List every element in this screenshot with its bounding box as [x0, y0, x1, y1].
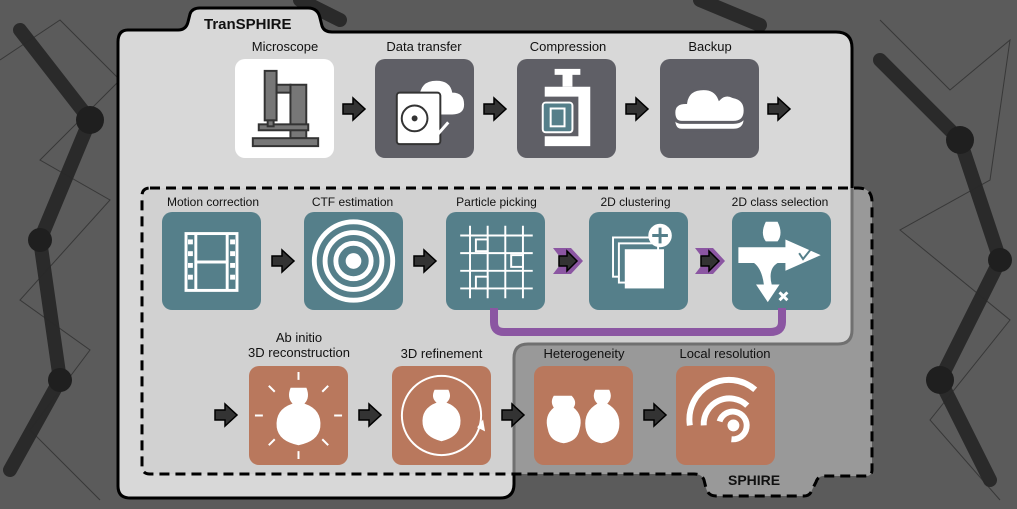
- arrow-right-icon: [483, 96, 508, 122]
- stage-label-ctf-estimation: CTF estimation: [311, 195, 394, 209]
- stage-label-2d-clustering: 2D clustering: [600, 195, 671, 209]
- sphire-title: SPHIRE: [728, 472, 781, 488]
- microscope-tile: [235, 59, 334, 158]
- clamp-film-icon: [541, 68, 591, 147]
- backup-tile: [660, 59, 759, 158]
- arrow-right-icon: [625, 96, 650, 122]
- stage-label-3d-refinement: 3D refinement: [400, 346, 483, 361]
- stage-label-ab-initio: Ab initio 3D reconstruction: [248, 330, 350, 360]
- stage-label-backup: Backup: [688, 39, 732, 54]
- arrow-right-icon: [342, 96, 367, 122]
- split-selection-icon: [738, 221, 821, 303]
- data-transfer-tile: [375, 59, 474, 158]
- stage-label-heterogeneity: Heterogeneity: [543, 346, 625, 361]
- stage-label-data-transfer: Data transfer: [386, 39, 462, 54]
- cloud-icon: [672, 87, 747, 132]
- ctf-estimation-tile: [304, 212, 403, 310]
- local-resolution-tile: [676, 366, 775, 465]
- motion-correction-tile: [162, 212, 261, 310]
- compression-tile: [517, 59, 616, 158]
- arrow-right-icon: [358, 402, 383, 428]
- stage-label-compression: Compression: [529, 39, 607, 54]
- film-strip-icon: [184, 232, 239, 292]
- hard-drive-cloud-icon: [395, 80, 465, 146]
- concentric-rings-icon: [311, 219, 396, 303]
- purple-arrow-icon: [553, 248, 583, 274]
- heterogeneity-tile: [534, 366, 633, 465]
- feedback-loop-arrow: [490, 308, 786, 336]
- stage-label-microscope: Microscope: [251, 39, 319, 54]
- molecule-burst-icon: [254, 371, 343, 460]
- stage-label-2d-class-selection: 2D class selection: [731, 195, 829, 209]
- stacked-pages-plus-icon: [612, 223, 672, 289]
- stage-label-particle-picking: Particle picking: [456, 195, 537, 209]
- arrow-right-icon: [501, 402, 526, 428]
- ab-initio-tile: [249, 366, 348, 465]
- transphire-title: TranSPHIRE: [204, 16, 292, 33]
- stage-label-motion-correction: Motion correction: [166, 195, 260, 209]
- 2d-clustering-tile: [589, 212, 688, 310]
- arrow-right-icon: [271, 248, 296, 274]
- arrow-right-icon: [767, 96, 792, 122]
- grid-picking-icon: [460, 225, 533, 299]
- two-molecules-icon: [546, 389, 620, 444]
- arrow-right-icon: [413, 248, 438, 274]
- microscope-icon: [251, 69, 320, 148]
- arrow-right-icon: [643, 402, 668, 428]
- particle-picking-tile: [446, 212, 545, 310]
- stage-label-local-resolution: Local resolution: [679, 346, 771, 361]
- 2d-class-selection-tile: [732, 212, 831, 310]
- arrow-right-icon: [214, 402, 239, 428]
- purple-arrow-icon: [695, 248, 725, 274]
- molecule-refine-icon: [400, 374, 486, 457]
- 3d-refinement-tile: [392, 366, 491, 465]
- resolution-arcs-icon: [686, 376, 758, 443]
